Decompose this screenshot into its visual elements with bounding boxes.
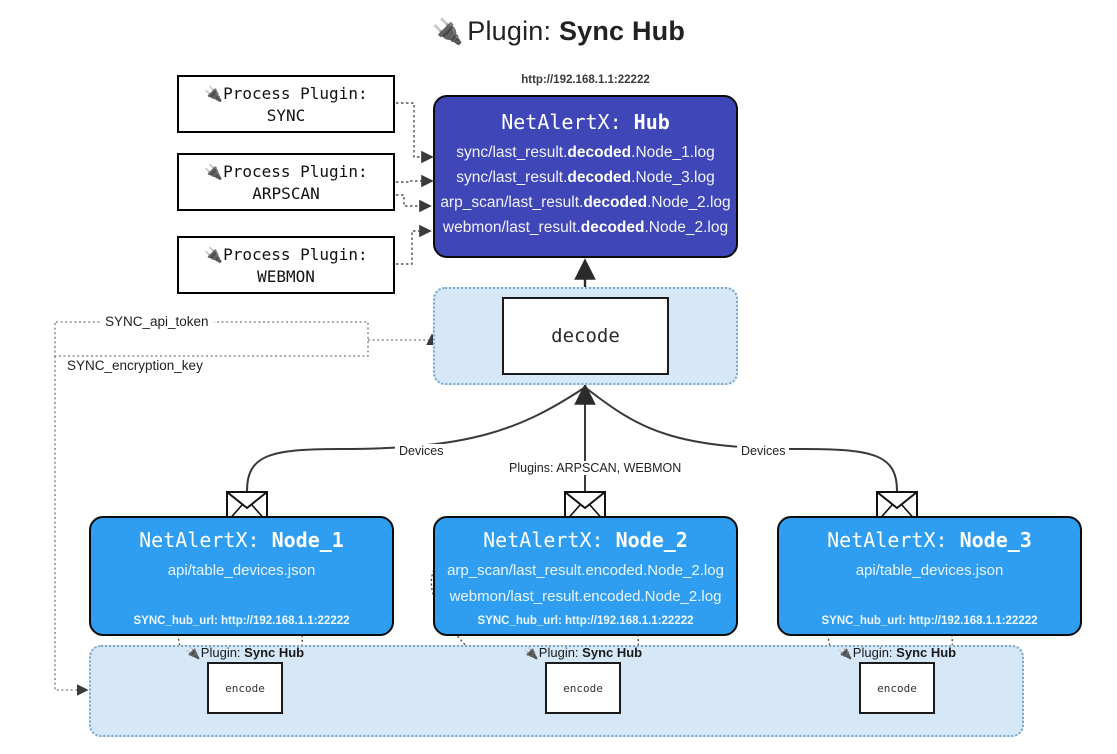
page-title-name: Sync Hub [558, 16, 686, 46]
node-2[interactable]: NetAlertX: Node_2 arp_scan/last_result.e… [433, 516, 738, 636]
hub-node[interactable]: NetAlertX: Hub sync/last_result.decoded.… [433, 95, 738, 258]
node-line: api/table_devices.json [855, 562, 1004, 579]
page-title-prefix: Plugin: [467, 16, 559, 46]
hub-title-name: Hub [633, 110, 670, 134]
plugin-caption-node-1: 🔌Plugin: Sync Hub [185, 645, 305, 660]
process-plugin-label: Process Plugin: [223, 83, 368, 103]
plug-icon: 🔌 [204, 245, 224, 264]
hub-log-line: arp_scan/last_result.decoded.Node_2.log [440, 194, 731, 211]
process-plugin-sync[interactable]: 🔌Process Plugin: SYNC [177, 75, 395, 133]
node-footer: SYNC_hub_url: http://192.168.1.1:22222 [133, 615, 350, 627]
node-3[interactable]: NetAlertX: Node_3 api/table_devices.json… [777, 516, 1082, 636]
hub-log-line: webmon/last_result.decoded.Node_2.log [442, 219, 729, 236]
node-line: webmon/last_result.encoded.Node_2.log [449, 588, 722, 605]
node-1[interactable]: NetAlertX: Node_1 api/table_devices.json… [89, 516, 394, 636]
secret-label-api-token: SYNC_api_token [100, 314, 214, 329]
plug-icon: 🔌 [837, 646, 853, 660]
plug-icon: 🔌 [185, 646, 201, 660]
process-plugin-label: Process Plugin: [223, 161, 368, 181]
hub-log-line: sync/last_result.decoded.Node_3.log [456, 169, 715, 186]
plug-icon: 🔌 [431, 18, 464, 46]
hub-url: http://192.168.1.1:22222 [521, 74, 650, 86]
node-title: NetAlertX: Node_1 [139, 528, 344, 552]
hub-log-line: sync/last_result.decoded.Node_1.log [456, 144, 715, 161]
plug-icon: 🔌 [523, 646, 539, 660]
encode-box-node-3[interactable]: encode [859, 662, 935, 714]
node-footer: SYNC_hub_url: http://192.168.1.1:22222 [821, 615, 1038, 627]
node-footer: SYNC_hub_url: http://192.168.1.1:22222 [477, 615, 694, 627]
page-title: 🔌Plugin: Sync Hub [0, 16, 1117, 47]
process-plugin-name: WEBMON [257, 266, 315, 286]
plug-icon: 🔌 [204, 84, 224, 103]
process-plugin-webmon[interactable]: 🔌Process Plugin: WEBMON [177, 236, 395, 294]
process-plugin-name: SYNC [266, 105, 306, 125]
process-plugin-arpscan[interactable]: 🔌Process Plugin: ARPSCAN [177, 153, 395, 211]
process-plugin-name: ARPSCAN [252, 183, 320, 203]
encode-box-node-1[interactable]: encode [207, 662, 283, 714]
plug-icon: 🔌 [204, 162, 224, 181]
node-line: api/table_devices.json [167, 562, 316, 579]
hub-title: NetAlertX: Hub [435, 110, 736, 134]
edge-label-devices-left: Devices [395, 444, 448, 458]
plugin-caption-node-2: 🔌Plugin: Sync Hub [523, 645, 643, 660]
hub-title-prefix: NetAlertX: [501, 110, 634, 134]
secret-label-encryption-key: SYNC_encryption_key [62, 358, 208, 373]
hub-log-list: sync/last_result.decoded.Node_1.log sync… [435, 140, 736, 240]
node-line: arp_scan/last_result.encoded.Node_2.log [447, 562, 724, 579]
encode-box-node-2[interactable]: encode [545, 662, 621, 714]
process-plugin-label: Process Plugin: [223, 244, 368, 264]
node-title: NetAlertX: Node_3 [827, 528, 1032, 552]
node-line-list: api/table_devices.json [779, 558, 1080, 584]
node-title: NetAlertX: Node_2 [483, 528, 688, 552]
node-line-list: api/table_devices.json [91, 558, 392, 584]
decode-box[interactable]: decode [502, 297, 669, 375]
plugin-caption-node-3: 🔌Plugin: Sync Hub [837, 645, 957, 660]
edge-label-devices-right: Devices [737, 444, 790, 458]
node-line-list: arp_scan/last_result.encoded.Node_2.log … [435, 558, 736, 610]
edge-label-plugins-center: Plugins: ARPSCAN, WEBMON [505, 461, 686, 475]
